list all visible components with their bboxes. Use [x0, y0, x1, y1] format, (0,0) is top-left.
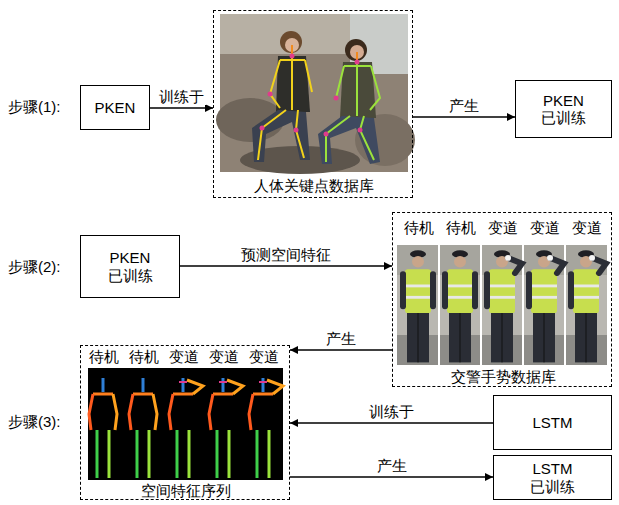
frame-text: 待机 — [89, 348, 119, 365]
arrow-connector — [290, 476, 493, 477]
illustration-part — [268, 92, 273, 97]
illustration-part — [484, 255, 522, 309]
frame-text: 人体关键点数据库 — [254, 177, 374, 194]
illustration-part — [405, 250, 431, 362]
illustration-part — [334, 96, 339, 101]
step-label: 步骤(1): — [8, 98, 61, 115]
illustration-part — [480, 245, 482, 365]
dataset-frame: 待机待机变道变道变道交警手势数据库 — [392, 212, 612, 387]
illustration-part — [253, 378, 273, 478]
frame-text: 空间特征序列 — [141, 482, 231, 499]
illustration-part — [531, 250, 557, 362]
arrow-connector — [290, 349, 392, 350]
illustration-part — [397, 245, 607, 365]
frame-text: 待机 — [129, 348, 159, 365]
step-label: 步骤(3): — [8, 413, 61, 430]
traffic-police-photos — [397, 245, 607, 365]
illustration-part — [249, 380, 283, 430]
illustration-part — [89, 394, 117, 430]
edge-label: 产生 — [447, 97, 481, 114]
illustration-part — [324, 132, 329, 137]
frame-text: 交警手势数据库 — [451, 368, 556, 385]
dataset-frame: 待机待机变道变道变道空间特征序列 — [80, 345, 290, 500]
illustration-part — [169, 380, 203, 430]
illustration-part — [447, 250, 473, 362]
frame-text: 待机 — [446, 219, 476, 236]
illustration-part — [326, 62, 380, 162]
illustration-part — [292, 45, 357, 62]
frame-text: 待机 — [404, 219, 434, 236]
illustration-part — [489, 250, 515, 362]
illustration-part — [355, 60, 360, 65]
box-text: PKEN 已训练 — [102, 249, 158, 284]
process-box: LSTM 已训练 — [493, 455, 612, 500]
arrow-connector — [180, 265, 392, 266]
edge-label: 训练于 — [367, 403, 416, 420]
box-text: LSTM — [532, 414, 572, 431]
edge-label: 训练于 — [157, 88, 206, 105]
process-box: PKEN 已训练 — [515, 80, 612, 138]
illustration-part — [568, 255, 606, 309]
illustration-part — [318, 116, 380, 164]
illustration-part — [258, 56, 312, 160]
edge-label: 产生 — [324, 330, 358, 347]
illustration-part — [133, 378, 153, 478]
step-label: 步骤(2): — [8, 258, 61, 275]
illustration-part — [526, 255, 564, 309]
process-box: PKEN 已训练 — [80, 235, 180, 298]
frame-text: 变道 — [249, 348, 279, 365]
illustration-part — [93, 378, 113, 478]
frame-text: 变道 — [572, 219, 602, 236]
illustration-part — [129, 394, 157, 430]
arrow-connector — [290, 422, 493, 423]
illustration-part — [88, 368, 283, 480]
edge-label: 产生 — [375, 457, 409, 474]
box-text: PKEN — [95, 99, 136, 116]
arrow-connector — [413, 116, 515, 117]
process-box: PKEN — [80, 85, 150, 130]
illustration-part — [213, 378, 233, 478]
frame-text: 变道 — [530, 219, 560, 236]
illustration-part — [358, 128, 363, 133]
illustration-part — [173, 378, 193, 478]
process-box: LSTM — [493, 395, 612, 450]
illustration-part — [294, 128, 299, 133]
illustration-part — [400, 271, 436, 309]
illustration-part — [290, 54, 295, 59]
frame-text: 变道 — [488, 219, 518, 236]
box-text: PKEN 已训练 — [536, 92, 592, 127]
illustration-part — [209, 380, 243, 430]
illustration-part — [260, 126, 265, 131]
arrow-connector — [150, 107, 213, 108]
edge-label: 预测空间特征 — [239, 246, 333, 263]
frame-text: 变道 — [209, 348, 239, 365]
illustration-part — [438, 245, 440, 365]
illustration-part — [573, 250, 599, 362]
box-text: LSTM 已训练 — [525, 460, 581, 495]
dataset-frame: 人体关键点数据库 — [213, 10, 413, 198]
illustration-part — [442, 271, 478, 309]
frame-text: 变道 — [169, 348, 199, 365]
skeleton-sequence — [88, 368, 283, 480]
keypoint-photo — [216, 14, 415, 174]
